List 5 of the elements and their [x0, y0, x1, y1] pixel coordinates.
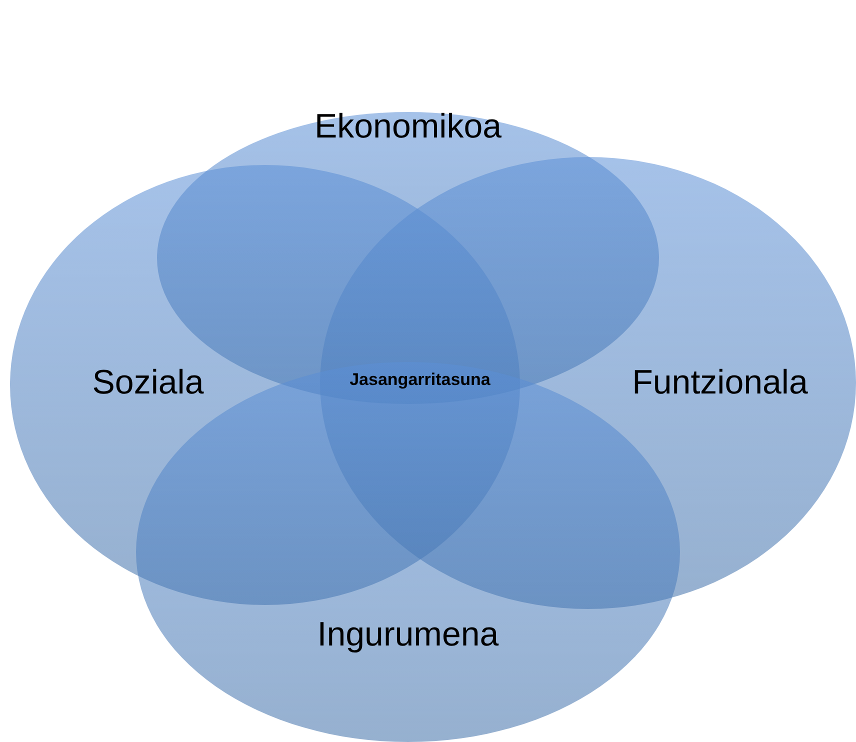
circle-label: Funtzionala [632, 364, 808, 402]
circle-label: Ingurumena [317, 616, 499, 654]
center-label: Jasangarritasuna [350, 370, 490, 390]
circle-label: Soziala [92, 364, 204, 402]
circle-label: Ekonomikoa [314, 108, 502, 146]
